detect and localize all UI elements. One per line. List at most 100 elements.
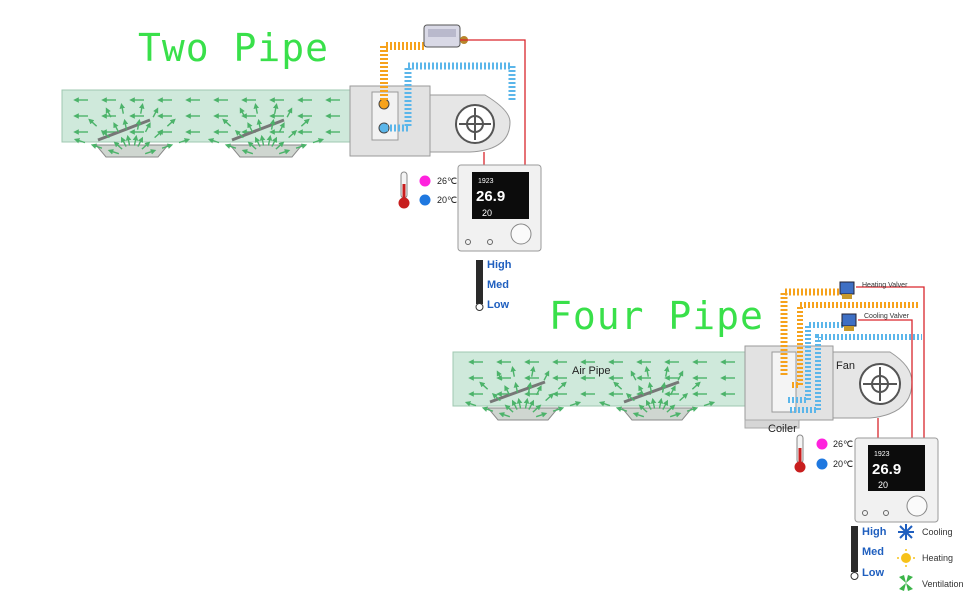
airflow-arrow	[278, 149, 291, 155]
airflow-arrow	[660, 381, 667, 393]
thermostat-time: 1923	[478, 178, 494, 185]
airflow-arrow	[178, 138, 191, 144]
airflow-arrow	[222, 118, 232, 127]
airflow-arrow	[650, 397, 657, 409]
airflow-arrow	[154, 130, 164, 139]
airflow-arrow	[496, 370, 503, 381]
hot-return-pipe	[792, 302, 920, 388]
airflow-arrow	[224, 143, 237, 149]
airflow-arrow	[516, 397, 523, 409]
snowflake-icon	[898, 524, 914, 540]
cold-pipe	[386, 62, 516, 132]
cold-supply-pipe	[788, 322, 850, 403]
airflow-arrow	[647, 381, 654, 393]
control-knob[interactable]	[906, 495, 928, 517]
airflow-arrow	[247, 122, 254, 133]
airflow-arrow	[259, 134, 266, 146]
airflow-arrow	[679, 393, 689, 402]
cold-temp-label: 20℃	[833, 459, 854, 469]
airflow-arrow	[666, 404, 676, 413]
airflow-arrow	[686, 406, 699, 412]
airflow-arrow	[247, 141, 257, 150]
airflow-arrow	[535, 385, 542, 396]
airflow-arrow	[113, 141, 123, 150]
cold-temp-dot	[419, 194, 431, 206]
four-pipe-system: 1923 26.9 20	[452, 281, 939, 591]
airflow-arrow	[479, 381, 489, 390]
airflow-arrow	[88, 118, 98, 127]
airflow-arrow	[657, 397, 664, 409]
airflow-arrow	[144, 122, 151, 133]
hot-supply-pipe	[780, 288, 848, 375]
fan-speed-bar	[475, 260, 484, 311]
airflow-arrow	[638, 404, 648, 413]
airflow-arrow	[105, 107, 112, 118]
airflow-arrow	[543, 370, 550, 381]
speed-low-label: Low	[487, 299, 509, 311]
thermostat-panel[interactable]: 1923 26.9 20	[854, 437, 939, 523]
airflow-arrow	[253, 102, 260, 114]
thermostat-set: 20	[878, 480, 888, 490]
control-wire	[856, 286, 925, 438]
legend-cooling: Cooling	[922, 527, 953, 537]
airflow-arrow	[510, 365, 517, 377]
airflow-arrow	[669, 385, 676, 396]
airflow-arrow	[266, 134, 273, 146]
airflow-arrow	[135, 118, 142, 130]
airflow-arrow	[90, 143, 103, 149]
airflow-arrow	[207, 138, 220, 144]
airflow-arrow	[526, 381, 533, 393]
cooling-valve-icon	[841, 313, 857, 331]
cold-temp-dot	[816, 458, 828, 470]
airflow-arrow	[557, 381, 567, 390]
heating-valve-icon	[839, 281, 855, 299]
airflow-arrow	[691, 381, 701, 390]
airflow-arrow	[300, 118, 310, 127]
speed-med-label: Med	[487, 279, 509, 291]
airflow-arrow	[511, 399, 518, 410]
airflow-arrow	[161, 143, 174, 149]
airflow-arrow	[615, 406, 628, 412]
coiler-label: Coiler	[768, 423, 797, 435]
two-pipe-system: 1923 26.9 20	[61, 24, 542, 311]
airflow-arrow	[144, 149, 157, 155]
airflow-arrow	[669, 412, 682, 418]
airflow-arrow	[288, 130, 298, 139]
hot-pipe	[380, 42, 425, 104]
airflow-arrow	[663, 365, 670, 377]
two-pipe-air-handler	[349, 85, 511, 157]
airflow-arrow	[532, 404, 542, 413]
airflow-arrow	[137, 136, 144, 147]
cooling-valve-label: Cooling Valver	[864, 313, 910, 320]
airflow-arrow	[504, 404, 514, 413]
airflow-arrow	[100, 130, 110, 139]
airflow-arrow	[113, 122, 120, 133]
outflow-arrows	[73, 102, 325, 155]
airflow-arrow	[545, 393, 555, 402]
airflow-arrow	[569, 401, 582, 407]
airflow-arrow	[523, 397, 530, 409]
thermostat-time: 1923	[874, 451, 890, 458]
thermostat-temp: 26.9	[872, 461, 901, 478]
airflow-arrow	[119, 102, 126, 114]
airflow-arrow	[613, 381, 623, 390]
airflow-arrow	[662, 399, 669, 410]
outflow-arrows	[464, 365, 716, 418]
airflow-arrow	[481, 406, 494, 412]
airflow-arrow	[286, 107, 293, 118]
hot-temp-label: 26℃	[833, 439, 854, 449]
airflow-arrow	[703, 401, 716, 407]
thermostat-panel[interactable]: 1923 26.9 20	[457, 164, 542, 252]
speed-high-label: High	[487, 259, 512, 271]
airflow-arrow	[269, 118, 276, 130]
airflow-arrow	[122, 118, 129, 130]
airflow-arrow	[598, 401, 611, 407]
legend-ventilation: Ventilation	[922, 579, 964, 589]
valve-icon	[423, 24, 468, 48]
control-knob[interactable]	[510, 223, 532, 245]
sun-icon	[897, 549, 915, 567]
airflow-arrow	[107, 149, 120, 155]
hot-temp-dot	[816, 438, 828, 450]
